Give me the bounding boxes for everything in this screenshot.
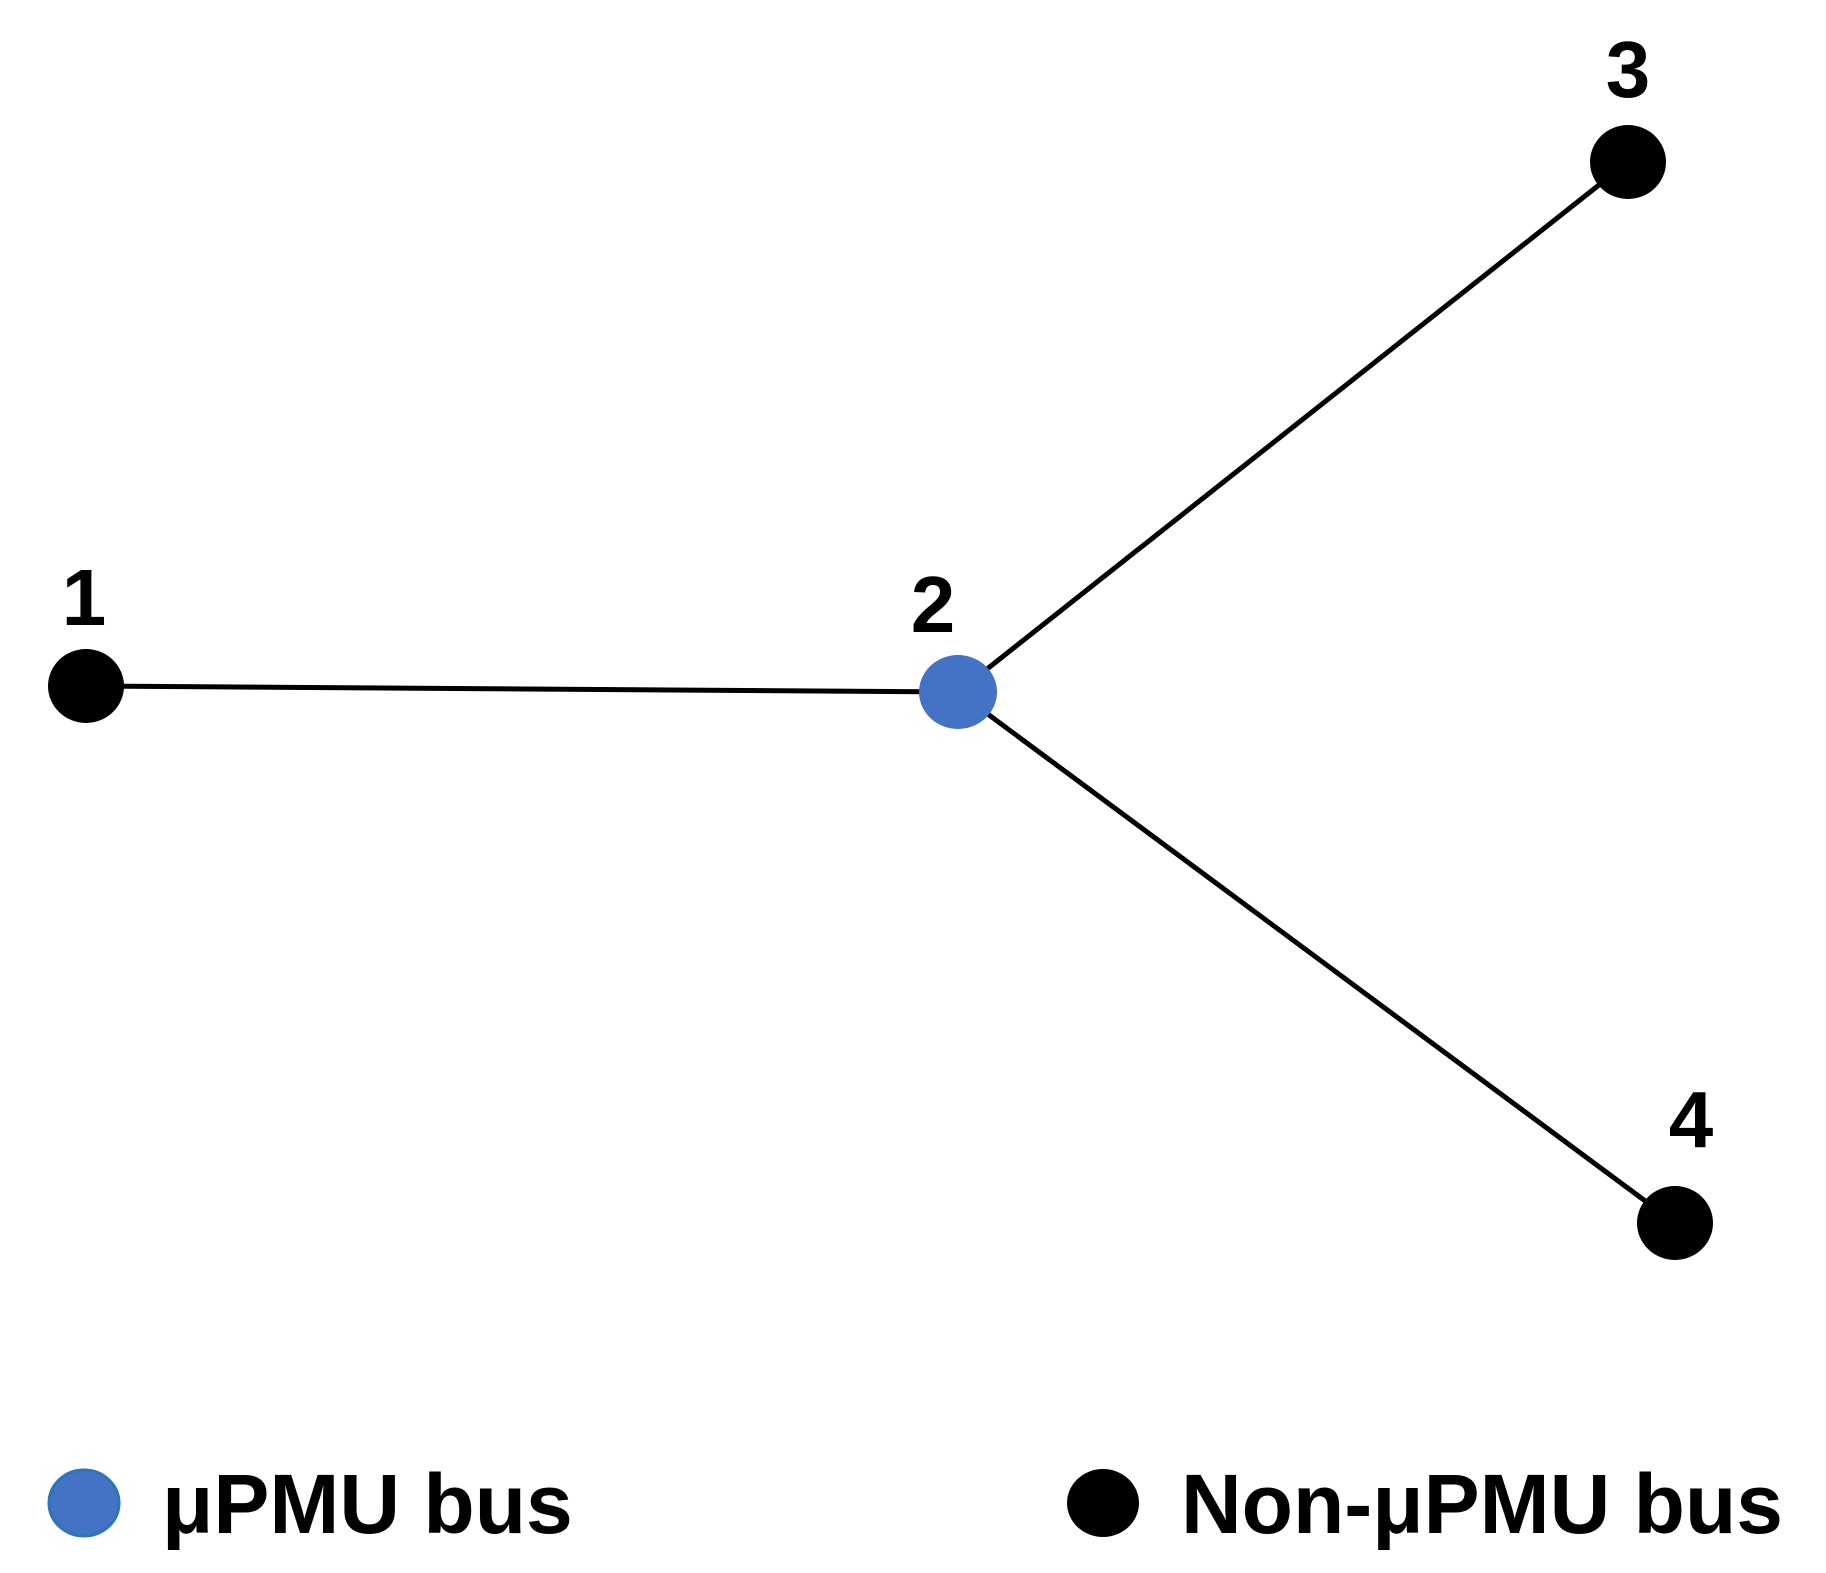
legend-pmu-bus-marker xyxy=(47,1468,121,1538)
non-pmu-bus-node-4 xyxy=(1637,1186,1713,1260)
bus-nodes xyxy=(48,125,1713,1260)
branch-line-2-4 xyxy=(955,689,1678,1226)
legend-pmu-bus-label: μPMU bus xyxy=(162,1457,573,1551)
bus-label-1: 1 xyxy=(62,553,107,642)
non-pmu-bus-node-3 xyxy=(1590,125,1666,199)
branch-line-2-3 xyxy=(955,159,1631,695)
legend-non-pmu-bus-label: Non-μPMU bus xyxy=(1181,1457,1783,1551)
bus-label-3: 3 xyxy=(1606,25,1651,114)
pmu-bus-node-2 xyxy=(919,655,997,729)
legend-non-pmu-bus-marker xyxy=(1067,1469,1139,1537)
branch-lines xyxy=(83,159,1678,1226)
bus-labels: 1 2 3 4 xyxy=(62,25,1714,1164)
bus-label-4: 4 xyxy=(1669,1075,1714,1164)
bus-label-2: 2 xyxy=(911,560,956,649)
legend: μPMU bus Non-μPMU bus xyxy=(47,1457,1783,1551)
branch-line-1-2 xyxy=(83,683,961,695)
non-pmu-bus-node-1 xyxy=(48,649,124,723)
